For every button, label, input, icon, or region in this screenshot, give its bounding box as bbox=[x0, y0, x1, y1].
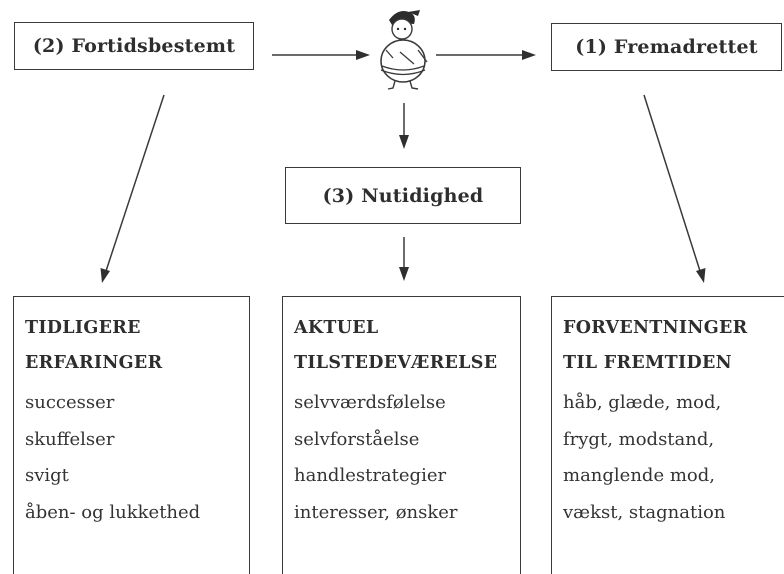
column-heading-line: TIL FREMTIDEN bbox=[563, 353, 732, 373]
aktuel-tilstedevaerelse-box: AKTUEL TILSTEDEVÆRELSE selvværdsfølelse … bbox=[282, 296, 521, 574]
forventninger-box: FORVENTNINGER TIL FREMTIDEN håb, glæde, … bbox=[551, 296, 784, 574]
column-item-list: successer skuffelser svigt åben- og lukk… bbox=[25, 385, 239, 531]
arrowhead-fremad-to-forvent bbox=[696, 268, 706, 283]
column-heading-line: ERFARINGER bbox=[25, 353, 163, 373]
arrow-fortid-to-tidligere bbox=[105, 94, 165, 272]
column-item-list: håb, glæde, mod, frygt, modstand, mangle… bbox=[563, 385, 778, 531]
column-heading-line: FORVENTNINGER bbox=[563, 318, 748, 338]
column-heading-line: AKTUEL bbox=[294, 318, 379, 338]
list-item: interesser, ønsker bbox=[294, 501, 458, 523]
child-figure-icon bbox=[380, 10, 428, 90]
fremadrettet-box: (1) Fremadrettet bbox=[551, 23, 782, 71]
fortidsbestemt-box: (2) Fortidsbestemt bbox=[14, 22, 254, 70]
fremadrettet-label: (1) Fremadrettet bbox=[575, 36, 758, 58]
list-item: handlestrategier bbox=[294, 465, 447, 486]
list-item: frygt, modstand, bbox=[563, 428, 715, 450]
arrowhead-fortid-to-figure bbox=[356, 50, 370, 60]
arrowhead-nutid-to-aktuel bbox=[399, 267, 409, 281]
column-item-list: selvværdsfølelse selvforståelse handlest… bbox=[294, 385, 510, 531]
fortidsbestemt-label: (2) Fortidsbestemt bbox=[32, 35, 236, 57]
arrowhead-figure-to-nutid bbox=[399, 135, 409, 149]
list-item: selvværdsfølelse bbox=[294, 392, 446, 413]
column-heading-line: TILSTEDEVÆRELSE bbox=[294, 353, 498, 373]
list-item: manglende mod, bbox=[563, 465, 715, 486]
nutidighed-label: (3) Nutidighed bbox=[322, 184, 484, 207]
list-item: svigt bbox=[25, 465, 69, 486]
list-item: håb, glæde, mod, bbox=[563, 392, 722, 413]
list-item: vækst, stagnation bbox=[563, 501, 726, 523]
list-item: selvforståelse bbox=[294, 428, 420, 450]
arrowhead-figure-to-fremad bbox=[522, 50, 536, 60]
column-heading-line: TIDLIGERE bbox=[25, 318, 141, 338]
list-item: successer bbox=[25, 392, 115, 413]
list-item: skuffelser bbox=[25, 428, 115, 450]
tidligere-erfaringer-box: TIDLIGERE ERFARINGER successer skuffelse… bbox=[13, 296, 250, 574]
list-item: åben- og lukkethed bbox=[25, 501, 201, 523]
arrow-fremad-to-forvent bbox=[643, 94, 701, 272]
nutidighed-box: (3) Nutidighed bbox=[285, 167, 521, 224]
arrowhead-fortid-to-tidligere bbox=[100, 268, 110, 283]
